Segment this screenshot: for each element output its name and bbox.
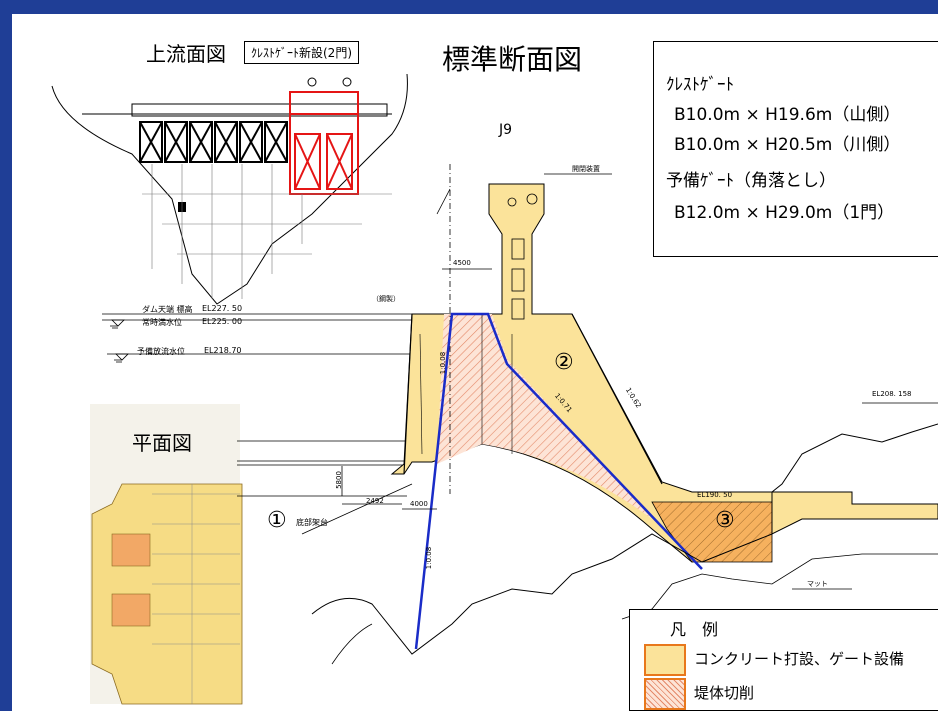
slope-upstream-label: 1:0.08	[439, 351, 448, 375]
dam-crest-label: ダム天端 標高	[142, 305, 193, 314]
dim-2492: 2492	[366, 497, 384, 505]
legend-item-cut: 堤体切削	[694, 684, 755, 702]
marker-3: ③	[715, 508, 735, 533]
mat-label: マット	[807, 580, 828, 588]
legend-swatch-concrete	[644, 644, 686, 676]
plan-view-drawing	[90, 404, 243, 705]
drawing-canvas: 上流面図 ｸﾚｽﾄｹﾞｰﾄ新設(2門) 標準断面図 平面図 J9 ｸﾚｽﾄｹﾞｰ…	[12, 14, 938, 711]
normal-water-level-el: EL225. 00	[202, 317, 243, 326]
legend-item-concrete: コンクリート打設、ゲート設備	[694, 650, 905, 668]
crest-gate-label: ｸﾚｽﾄｹﾞｰﾄ	[666, 75, 734, 95]
spare-discharge-level-label: 予備放流水位	[137, 347, 185, 356]
legend: 凡 例 コンクリート打設、ゲート設備 堤体切削	[629, 609, 938, 711]
marker-2: ②	[554, 350, 574, 375]
upstream-note-label: ｸﾚｽﾄｹﾞｰﾄ新設(2門)	[244, 41, 359, 64]
steel-label: （鋼製）	[372, 295, 400, 303]
standard-section-title: 標準断面図	[442, 43, 583, 76]
upstream-elevation-drawing	[51, 73, 408, 305]
crest-gate-river-spec: B10.0m × H20.5m（川側）	[674, 135, 901, 155]
opening-device-label: 開閉装置	[572, 165, 600, 173]
gate-spec-box: ｸﾚｽﾄｹﾞｰﾄ B10.0m × H19.6m（山側） B10.0m × H2…	[653, 41, 938, 257]
spare-discharge-level-el: EL218.70	[204, 346, 242, 355]
dam-crest-el: EL227. 50	[202, 304, 243, 313]
spare-gate-label: 予備ｹﾞｰﾄ（角落とし）	[666, 171, 836, 191]
upstream-view-title: 上流面図	[146, 42, 226, 66]
base-frame-label: 底部架台	[296, 518, 328, 527]
dim-4000: 4000	[410, 500, 428, 508]
dim-5800: 5800	[334, 471, 343, 489]
legend-swatch-cut	[644, 678, 686, 710]
section-id-label: J9	[499, 122, 513, 138]
slope-lower-label: 1:0.08	[425, 546, 434, 570]
el-190-label: EL190. 50	[697, 491, 733, 499]
normal-water-level-label: 常時満水位	[142, 318, 182, 327]
dim-4500: 4500	[453, 259, 471, 267]
marker-1: ①	[267, 508, 287, 533]
crest-gate-mountain-spec: B10.0m × H19.6m（山側）	[674, 105, 901, 125]
plan-view-title: 平面図	[132, 431, 192, 455]
el-208-label: EL208. 158	[872, 390, 912, 398]
drawing-lines	[51, 73, 938, 705]
legend-title: 凡 例	[670, 620, 719, 639]
spare-gate-spec: B12.0m × H29.0m（1門）	[674, 203, 895, 223]
